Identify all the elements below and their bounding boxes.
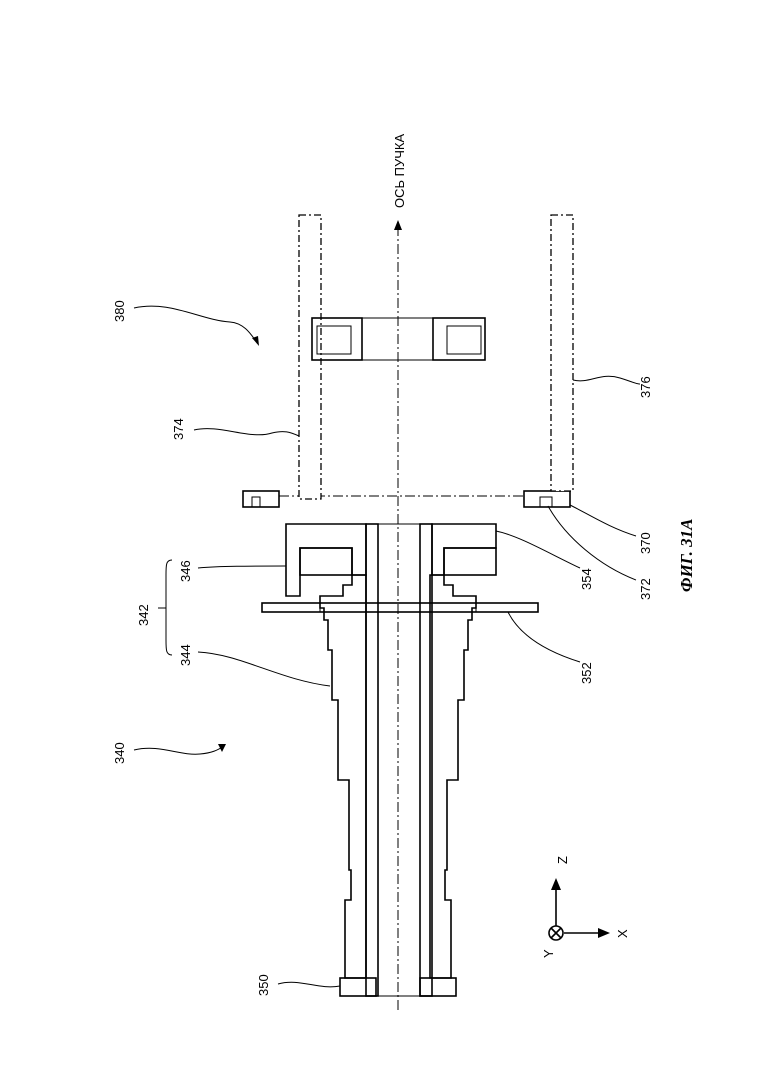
- leader-344: [198, 652, 330, 686]
- leader-380: [134, 306, 258, 344]
- plate-370-right: [524, 491, 570, 507]
- leader-340: [134, 746, 224, 754]
- inner-wall-left: [366, 524, 378, 996]
- head-block-right: [432, 524, 496, 575]
- head-block-left: [286, 524, 366, 596]
- leader-376: [573, 376, 640, 384]
- winding-left: [320, 575, 366, 978]
- plate-370: [243, 491, 570, 507]
- winding-right: [430, 575, 476, 978]
- plate-notch-left: [252, 497, 260, 507]
- label-344: 344: [178, 644, 193, 666]
- beam-axis-arrowhead: [394, 220, 402, 230]
- head-grid-right: [444, 548, 496, 575]
- label-376: 376: [638, 376, 653, 398]
- x-axis-arrow: [598, 928, 610, 938]
- label-354: 354: [579, 568, 594, 590]
- frame-left-374: [299, 215, 321, 499]
- leader-374: [194, 429, 299, 436]
- label-352: 352: [579, 662, 594, 684]
- figure-caption: ФИГ. 31А: [677, 518, 696, 592]
- label-374: 374: [171, 418, 186, 440]
- x-axis-label: X: [615, 929, 630, 938]
- plate-notch-right-372: [540, 497, 552, 507]
- label-340: 340: [112, 742, 127, 764]
- beam-axis-label: ОСЬ ПУЧКА: [392, 134, 407, 208]
- z-axis-label: Z: [555, 856, 570, 864]
- ring-left-grid: [317, 326, 351, 354]
- ring-right-grid: [447, 326, 481, 354]
- label-346: 346: [178, 560, 193, 582]
- leader-370: [570, 505, 636, 536]
- label-370: 370: [638, 532, 653, 554]
- tube-bore: [378, 524, 420, 996]
- label-372: 372: [638, 578, 653, 600]
- bottom-flange-350-right: [420, 978, 456, 996]
- coordinate-system: Z X Y: [541, 856, 630, 958]
- arrow-340: [218, 744, 226, 752]
- leader-346: [198, 566, 286, 568]
- flange-plate-352: [262, 603, 538, 612]
- z-axis-arrow: [551, 878, 561, 890]
- frame-right-376: [551, 215, 573, 491]
- leader-352: [508, 612, 580, 662]
- bracket-342: [158, 560, 172, 655]
- y-axis-cross: [551, 928, 561, 938]
- leader-350: [278, 982, 340, 987]
- label-380: 380: [112, 300, 127, 322]
- label-342: 342: [136, 604, 151, 626]
- y-axis-label: Y: [541, 949, 556, 958]
- leader-354: [496, 531, 580, 568]
- plate-370-left: [243, 491, 279, 507]
- head-grid-left: [300, 548, 352, 575]
- bottom-flange-350-left: [340, 978, 376, 996]
- label-350: 350: [256, 974, 271, 996]
- tube-assembly-340: [262, 524, 538, 996]
